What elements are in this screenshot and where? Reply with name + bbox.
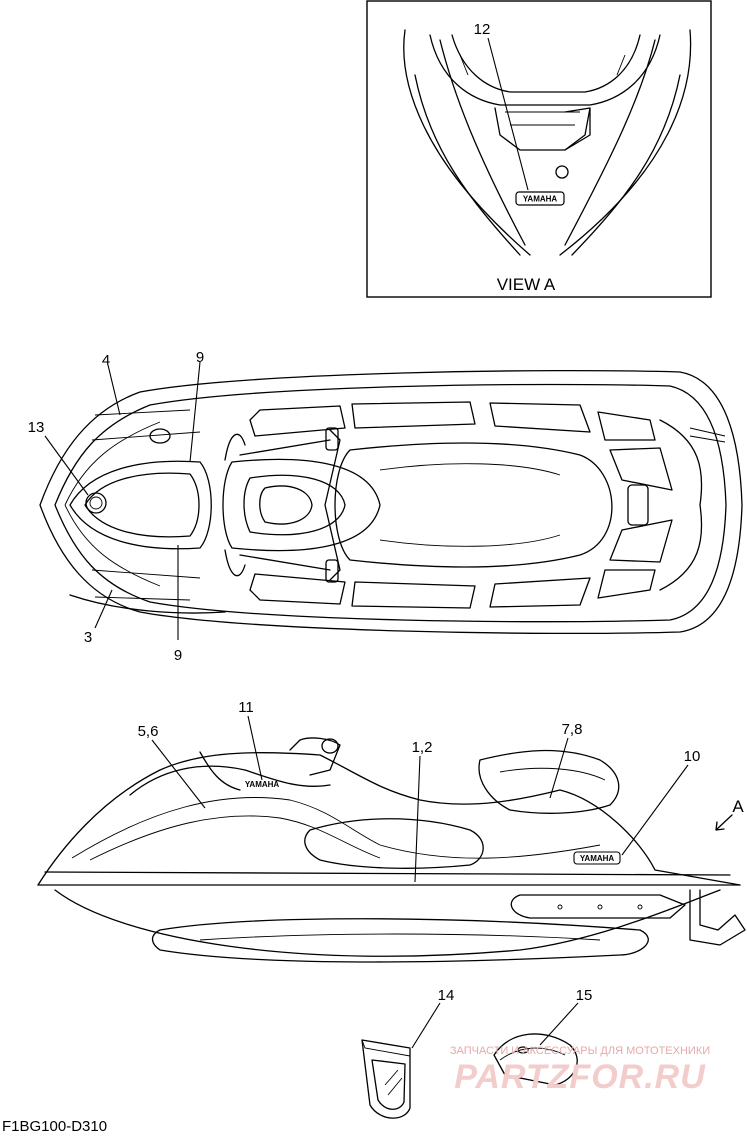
callout-9-bottom[interactable]: 9	[174, 647, 182, 664]
callout-5-6[interactable]: 5,6	[138, 723, 159, 740]
top-view-drawing: 4 9 13 3 9	[28, 349, 743, 664]
view-a-logo-text: YAMAHA	[523, 195, 558, 204]
top-logo-text: YAMAHA	[245, 780, 280, 789]
callout-11[interactable]: 11	[238, 699, 254, 716]
callout-arrow-a[interactable]: A	[732, 797, 744, 816]
view-a-panel: YAMAHA 12 VIEW A	[366, 0, 712, 298]
view-a-logo-decal	[515, 191, 565, 206]
side-logo-text: YAMAHA	[580, 854, 615, 863]
seat	[222, 458, 381, 552]
callout-7-8[interactable]: 7,8	[562, 721, 583, 738]
watermark-tagline: ЗАПЧАСТИ И АКСЕССУАРЫ ДЛЯ МОТОТЕХНИКИ	[450, 1045, 710, 1057]
side-logo-decal	[573, 851, 621, 865]
callout-3[interactable]: 3	[84, 629, 92, 646]
handlebar	[224, 427, 341, 583]
view-a-arrow	[715, 814, 733, 831]
callout-4[interactable]: 4	[102, 352, 110, 369]
bow-hatch	[69, 428, 212, 579]
callout-1-2[interactable]: 1,2	[412, 739, 433, 756]
view-a-frame	[366, 0, 712, 298]
callout-10[interactable]: 10	[684, 748, 701, 765]
view-a-bow-drawing: YAMAHA	[403, 29, 692, 256]
part-15-label: 15	[493, 987, 593, 1086]
figure-code: F1BG100-D310	[2, 1118, 107, 1135]
deck-mat-panels	[249, 401, 673, 609]
callout-15[interactable]: 15	[576, 987, 593, 1004]
watermark-logo: PARTZFOR.RU	[454, 1058, 706, 1096]
callout-12[interactable]: 12	[474, 21, 491, 38]
callout-13[interactable]: 13	[28, 419, 45, 436]
side-view-drawing: YAMAHA YAMAHA 11 5,6 1,2 7,8 10 A	[37, 699, 746, 963]
view-a-title: VIEW A	[497, 275, 556, 294]
callout-14[interactable]: 14	[438, 987, 455, 1004]
callout-9-top[interactable]: 9	[196, 349, 204, 366]
part-14-card-pocket: 14	[361, 987, 455, 1119]
